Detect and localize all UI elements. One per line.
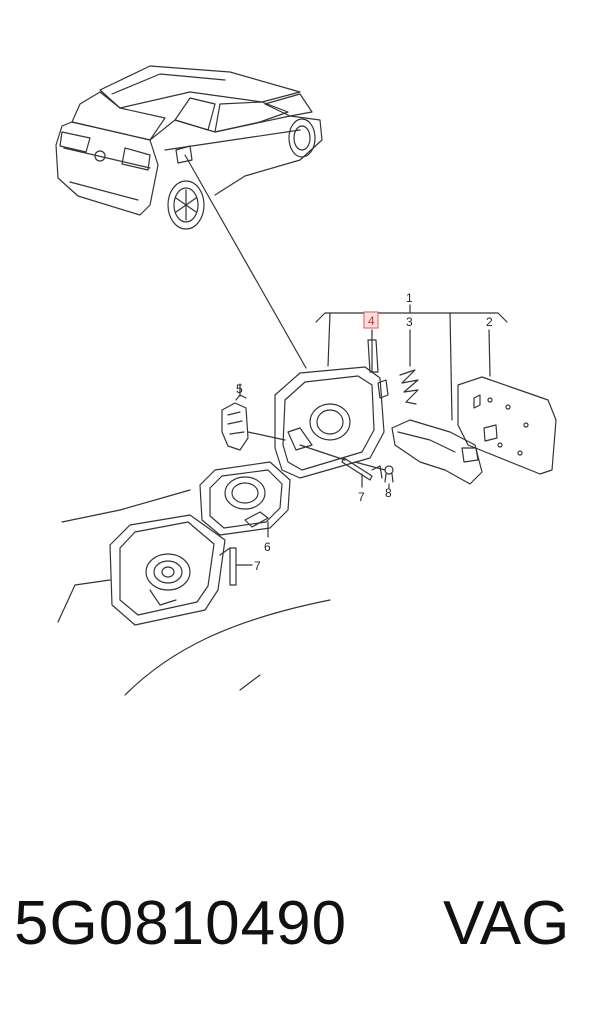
leader-line-car bbox=[184, 154, 307, 369]
callout-2: 2 bbox=[486, 315, 493, 329]
body-panel-fuel-recess bbox=[57, 489, 331, 696]
callout-1: 1 bbox=[406, 291, 413, 305]
callout-5: 5 bbox=[236, 382, 243, 396]
part-2-flap-panel bbox=[457, 376, 557, 475]
callout-7-upper: 7 bbox=[358, 490, 365, 504]
part-4-pin bbox=[367, 339, 379, 373]
part-8-screw bbox=[384, 465, 394, 483]
part-5-actuator bbox=[221, 394, 249, 451]
exploded-parts-diagram: 1 2 3 4 5 6 7 7 8 bbox=[55, 65, 557, 696]
part-6-seal bbox=[199, 461, 291, 536]
callout-8: 8 bbox=[385, 486, 392, 500]
part-number-label: 5G0810490 bbox=[14, 889, 348, 958]
part-7-rod-lower bbox=[229, 547, 237, 586]
part-fuel-filler-housing bbox=[274, 366, 389, 479]
part-hinge-arm bbox=[391, 419, 483, 485]
brand-label: VAG bbox=[443, 889, 570, 958]
car-illustration bbox=[55, 65, 323, 230]
callout-3: 3 bbox=[406, 315, 413, 329]
callout-6: 6 bbox=[264, 540, 271, 554]
callout-4-highlight bbox=[363, 311, 379, 329]
part-7-bolt-upper bbox=[341, 457, 373, 481]
part-3-spring bbox=[399, 369, 419, 405]
callout-7-lower: 7 bbox=[254, 559, 261, 573]
callout-4: 4 bbox=[368, 314, 375, 328]
